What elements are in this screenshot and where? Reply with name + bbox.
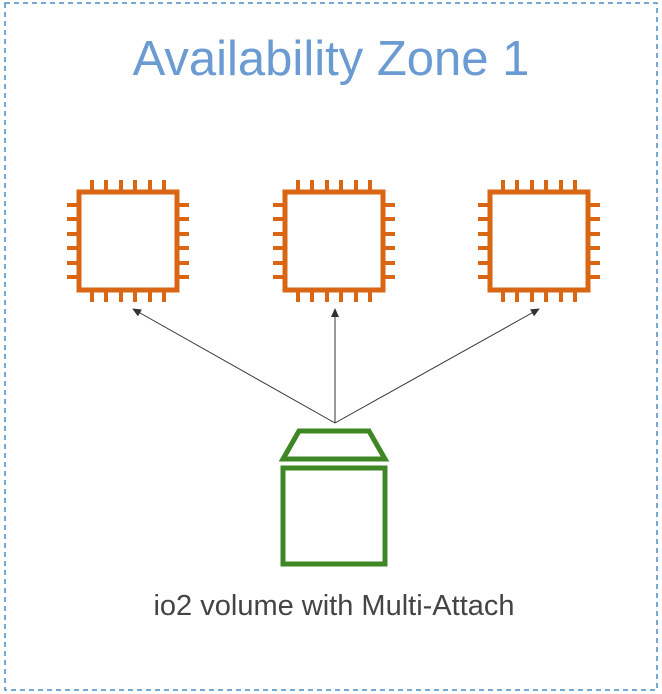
arrow-to-instance-1: [132, 308, 336, 424]
volume-caption: io2 volume with Multi-Attach: [153, 590, 514, 622]
ec2-instance-3-icon: [478, 180, 600, 302]
ec2-instance-1-icon: [67, 180, 189, 302]
connector-arrows: [132, 308, 540, 424]
ebs-volume-icon: [278, 428, 390, 567]
ec2-instance-2-icon: [273, 180, 395, 302]
zone-title: Availability Zone 1: [133, 32, 530, 86]
arrow-to-instance-3: [334, 308, 540, 424]
availability-zone-border: [4, 2, 658, 691]
